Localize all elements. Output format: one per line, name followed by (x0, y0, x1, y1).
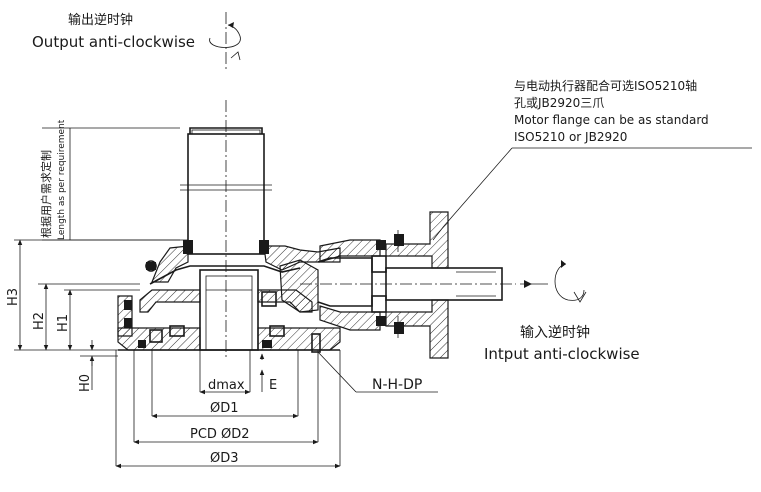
flange-note-line2: 孔或JB2920三爪 (514, 96, 604, 110)
dim-h3-label: H3 (6, 288, 21, 306)
dim-h1-label: H1 (56, 314, 71, 332)
output-label-cn: 输出逆时钟 (68, 12, 133, 28)
dim-h2-label: H2 (32, 312, 47, 330)
motor-flange (385, 211, 449, 359)
bolt-callout-leader (311, 333, 438, 393)
flange-note-line4: ISO5210 or JB2920 (514, 130, 627, 144)
input-shaft (300, 267, 516, 301)
bolt-callout-label: N-H-DP (372, 377, 422, 393)
length-note: 根据用户需求定制 Length as per requirement (39, 119, 180, 241)
horizontal-dimensions (115, 350, 341, 469)
input-label-cn: 输入逆时钟 (520, 324, 590, 341)
output-label-en: Output anti-clockwise (32, 33, 195, 51)
dim-d1-label: ØD1 (210, 401, 239, 416)
input-label-en: Intput anti-clockwise (484, 345, 640, 363)
length-note-en: Length as per requirement (57, 119, 67, 240)
dim-h0-label: H0 (78, 374, 93, 392)
flange-note-line1: 与电动执行器配合可选ISO5210轴 (514, 78, 697, 93)
dim-e-label: E (269, 378, 277, 393)
height-dimensions (14, 239, 188, 390)
flange-note-line3: Motor flange can be as standard (514, 113, 709, 127)
input-pinion (279, 239, 387, 331)
output-rotation-symbol (209, 12, 241, 72)
dim-dmax-label: dmax (208, 378, 245, 393)
dim-pcd-d2-label: PCD ØD2 (190, 427, 250, 442)
dim-d3-label: ØD3 (210, 451, 239, 466)
flange-note-leader (432, 147, 752, 241)
length-note-cn: 根据用户需求定制 (39, 150, 53, 238)
input-rotation-symbol (520, 260, 587, 303)
